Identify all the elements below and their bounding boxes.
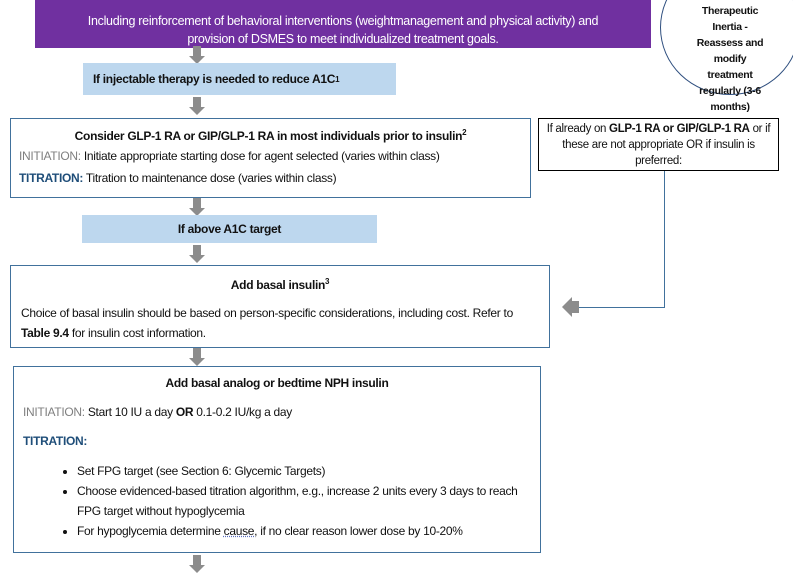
down-arrow-icon: [189, 555, 205, 573]
list-item: For hypoglycemia determine cause, if no …: [77, 521, 531, 541]
step-injectable-needed: If injectable therapy is needed to reduc…: [83, 63, 396, 95]
down-arrow-icon: [189, 348, 205, 366]
banner-line-1: Including reinforcement of behavioral in…: [87, 14, 599, 28]
down-arrow-icon: [189, 46, 205, 64]
down-arrow-icon: [189, 97, 205, 115]
already-on-glp1-box: If already on GLP-1 RA or GIP/GLP-1 RA o…: [538, 118, 779, 171]
intensify-banner: Including reinforcement of behavioral in…: [35, 0, 651, 48]
glp1-box: Consider GLP-1 RA or GIP/GLP-1 RA in mos…: [10, 118, 531, 198]
step-above-a1c-target: If above A1C target: [82, 215, 377, 243]
basal-insulin-box: Add basal insulin3 Choice of basal insul…: [10, 265, 550, 348]
list-item: Choose evidenced-based titration algorit…: [77, 481, 531, 521]
down-arrow-icon: [189, 198, 205, 216]
down-arrow-icon: [189, 245, 205, 263]
connector-line: [578, 307, 665, 308]
left-arrow-shaft: [571, 301, 579, 313]
banner-line-2: provision of DSMES to meet individualize…: [187, 32, 499, 46]
connector-line: [664, 171, 665, 308]
therapeutic-inertia-circle: Therapeutic Inertia - Reassess and modif…: [660, 0, 793, 113]
nph-box: Add basal analog or bedtime NPH insulin …: [13, 366, 541, 553]
list-item: Set FPG target (see Section 6: Glycemic …: [77, 461, 531, 481]
left-arrow-icon: [562, 297, 572, 317]
